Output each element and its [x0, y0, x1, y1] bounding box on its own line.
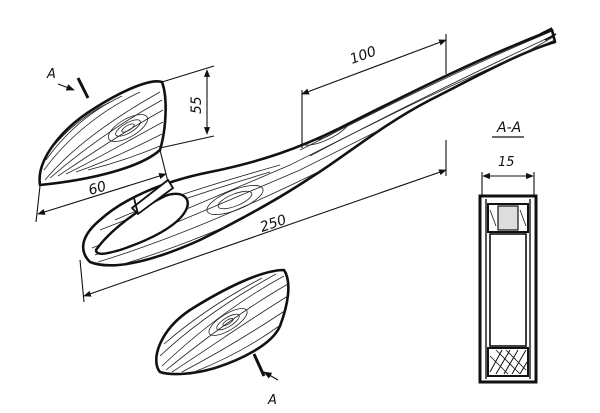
dimension-label-60: 60 — [87, 179, 109, 199]
section-title: A-A — [496, 120, 521, 136]
lower-blank — [155, 268, 290, 376]
section-label-a-top: A — [46, 67, 56, 82]
section-marker-bottom: A — [252, 353, 279, 408]
dimension-55: 55 — [159, 65, 215, 149]
dimension-label-15: 15 — [498, 155, 515, 170]
section-a-a: A-A 15 — [478, 120, 538, 384]
dimension-label-250: 250 — [258, 212, 289, 236]
section-marker-top: A — [46, 67, 90, 99]
upper-blank — [38, 80, 167, 187]
dimension-label-100: 100 — [348, 44, 379, 68]
dimension-label-55: 55 — [189, 96, 205, 114]
section-label-a-bottom: A — [267, 393, 277, 408]
